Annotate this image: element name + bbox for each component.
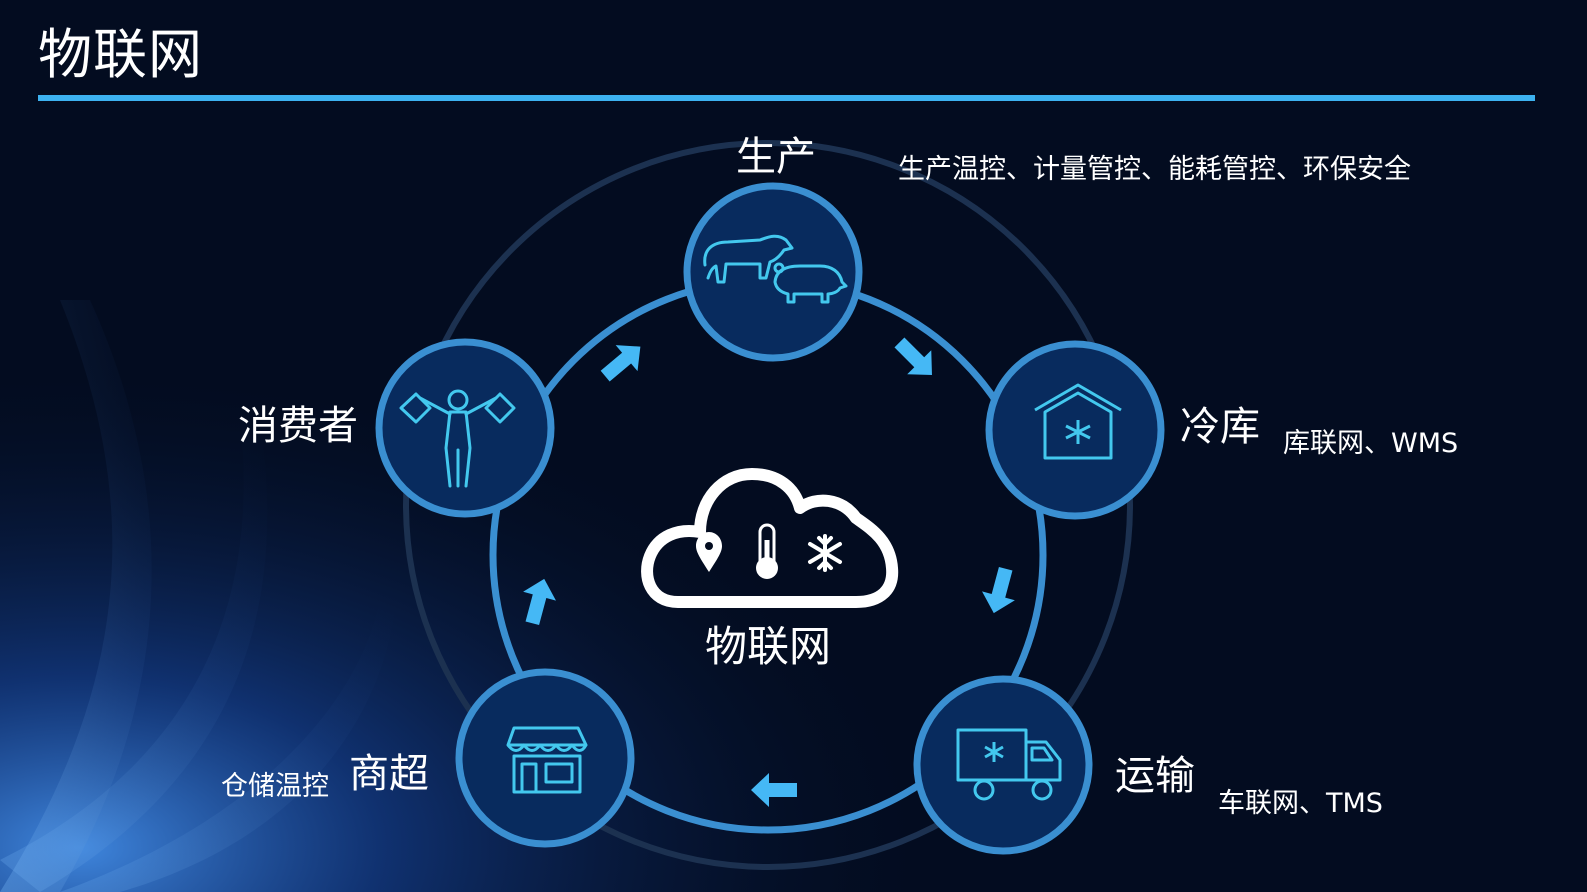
stage-node-supermarket bbox=[455, 668, 635, 848]
stage-node-production bbox=[683, 182, 863, 362]
center-cloud bbox=[641, 468, 899, 608]
consumer-icon bbox=[399, 389, 516, 488]
stage-label-supermarket: 商超 bbox=[349, 751, 429, 797]
thermometer-icon bbox=[756, 523, 778, 579]
stage-label-cold-storage: 冷库 bbox=[1180, 404, 1260, 450]
slide-title: 物联网 bbox=[38, 23, 203, 86]
snowflake-icon bbox=[808, 534, 842, 572]
stage-label-consumer: 消费者 bbox=[238, 403, 358, 449]
stage-label-transport: 运输 bbox=[1115, 753, 1195, 799]
cold-storage-icon bbox=[1034, 383, 1122, 460]
stage-desc-supermarket: 仓储温控 bbox=[221, 771, 329, 802]
stage-node-cold-storage bbox=[985, 340, 1165, 520]
flow-arrow-coldstorage-to-transport bbox=[982, 566, 1015, 614]
stage-desc-production: 生产温控、计量管控、能耗管控、环保安全 bbox=[898, 154, 1411, 185]
store-icon bbox=[506, 726, 588, 794]
stage-node-consumer bbox=[375, 338, 555, 518]
stage-desc-transport: 车联网、TMS bbox=[1218, 788, 1383, 819]
cow-pig-icon bbox=[703, 234, 848, 304]
stage-label-production: 生产 bbox=[736, 134, 816, 180]
stage-node-transport bbox=[913, 675, 1093, 855]
title-underline bbox=[38, 95, 1535, 101]
location-pin-icon bbox=[696, 532, 722, 572]
flow-arrow-store-to-consumer bbox=[523, 578, 556, 626]
flow-arrow-production-to-coldstorage bbox=[894, 337, 932, 375]
flow-arrow-transport-to-store bbox=[751, 773, 797, 807]
outer-ring bbox=[403, 140, 1133, 870]
center-label: 物联网 bbox=[705, 622, 832, 671]
flow-arrow-consumer-to-production bbox=[600, 345, 641, 382]
refrigerated-truck-icon bbox=[956, 728, 1062, 801]
stage-desc-cold-storage: 库联网、WMS bbox=[1283, 428, 1459, 459]
